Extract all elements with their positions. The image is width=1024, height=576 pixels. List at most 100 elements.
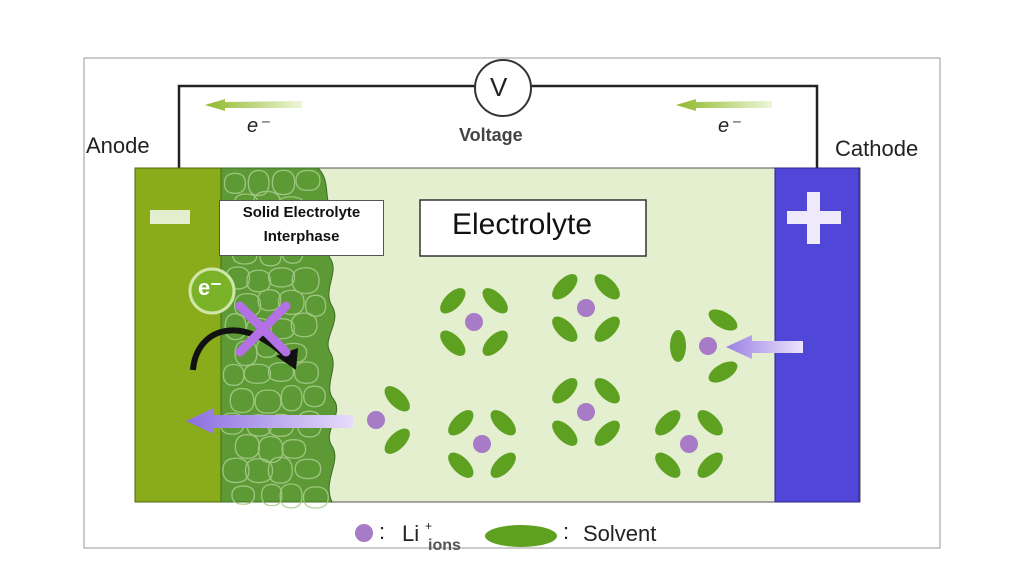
li-ion — [473, 435, 491, 453]
voltmeter — [474, 59, 532, 117]
legend-li-superscript: + — [425, 519, 433, 533]
li-ion — [699, 337, 717, 355]
sei-cell — [290, 312, 318, 338]
circuit-wire-right — [530, 84, 819, 168]
solvent-molecule — [482, 330, 508, 356]
solvent-molecule — [697, 410, 723, 436]
voltage-label: Voltage — [459, 125, 523, 145]
li-ion — [465, 313, 483, 331]
electron-label-left: e⁻ — [247, 115, 269, 137]
solvent-molecule — [697, 452, 723, 478]
sei-cell — [293, 361, 319, 384]
solvent-molecule — [594, 420, 620, 446]
sei-cell — [257, 435, 284, 464]
li-ion-cluster — [552, 378, 620, 446]
electron-badge — [188, 267, 236, 315]
solvent-molecule — [490, 410, 516, 436]
sei-cell — [223, 172, 247, 194]
solvent-molecule — [552, 274, 578, 300]
electrolyte-label-box — [419, 199, 647, 257]
li-ion-cluster — [552, 274, 620, 342]
sei-cell — [246, 269, 272, 293]
legend-solvent-colon: : — [563, 519, 570, 544]
sei-label-line2: Interphase — [263, 228, 340, 245]
li-ion — [577, 403, 595, 421]
sei-cell — [267, 362, 295, 383]
legend-solvent-label: Solvent — [583, 521, 657, 546]
solvent-molecule — [655, 410, 681, 436]
solvent-molecule — [655, 452, 681, 478]
sei-cell — [304, 294, 327, 317]
solvent-molecule — [440, 330, 466, 356]
electron-badge-label: e⁻ — [198, 275, 222, 300]
li-ion — [680, 435, 698, 453]
electron-label-right: e⁻ — [718, 115, 740, 137]
solvent-molecule — [552, 378, 578, 404]
li-ion — [367, 411, 385, 429]
sei-cell — [243, 363, 272, 384]
electron-path-arrow — [190, 327, 293, 371]
sei-label-line1: Solid Electrolyte — [242, 204, 361, 221]
solvent-molecule — [448, 452, 474, 478]
sei-cell — [244, 458, 274, 484]
legend-li-ion-icon — [355, 524, 373, 542]
solvent-molecule — [708, 361, 738, 383]
li-ion-cluster — [367, 386, 410, 454]
solvent-molecule — [708, 309, 738, 331]
solvent-molecule — [670, 330, 686, 362]
sei-cell — [247, 169, 270, 197]
solvent-molecule — [384, 386, 410, 412]
sei-cell — [267, 456, 293, 484]
electron-arrow-left — [205, 99, 302, 111]
sei-cell — [303, 385, 326, 408]
sei-cell — [281, 439, 307, 459]
li-ion-cluster — [670, 309, 738, 383]
sei-cell — [257, 289, 282, 312]
electrolyte-label: Electrolyte — [452, 208, 593, 241]
li-ion-arrow-to-anode — [186, 408, 353, 434]
solvent-molecule — [440, 288, 466, 314]
frame — [83, 57, 941, 549]
sei-cell — [295, 169, 321, 192]
solvent-molecule — [552, 316, 578, 342]
blocked-x-icon — [235, 301, 291, 357]
legend-li-colon: : — [379, 519, 386, 544]
electron-arrow-right — [676, 99, 772, 111]
circuit-wire-left — [177, 84, 476, 168]
li-ion-cluster — [655, 410, 723, 478]
legend-li-suffix: ions — [428, 537, 461, 554]
li-ion-cluster — [448, 410, 516, 478]
solvent-molecule — [594, 378, 620, 404]
cathode-label: Cathode — [835, 136, 919, 161]
solvent-molecule — [552, 420, 578, 446]
electron-path-arrowhead — [276, 348, 298, 370]
li-ion-cluster — [440, 288, 508, 356]
solvent-molecule — [384, 428, 410, 454]
sei-cell — [234, 340, 258, 367]
li-ion-arrow-from-cathode — [726, 335, 803, 359]
legend-solvent-icon — [485, 525, 557, 547]
sei-cell — [231, 485, 256, 505]
solvent-molecule — [490, 452, 516, 478]
solvent-molecule — [448, 410, 474, 436]
sei-cell — [302, 486, 329, 509]
sei-cell — [279, 483, 303, 509]
minus-sign-icon — [150, 210, 190, 224]
li-ion — [577, 299, 595, 317]
solvent-molecule — [594, 316, 620, 342]
sei-cell — [229, 387, 255, 414]
legend-li-label: Li — [402, 521, 420, 546]
sei-cell — [271, 169, 296, 196]
solvent-molecule — [594, 274, 620, 300]
sei-cell — [260, 483, 283, 507]
sei-cell — [267, 267, 296, 288]
solvent-molecule — [482, 288, 508, 314]
sei-cell — [222, 457, 250, 484]
sei-cell — [280, 384, 303, 412]
anode-label: Anode — [86, 133, 150, 158]
voltmeter-symbol: V — [490, 72, 508, 102]
sei-label-box: Solid Electrolyte Interphase — [219, 200, 384, 256]
sei-cell — [294, 458, 322, 480]
solvated-li-ions — [367, 274, 738, 478]
